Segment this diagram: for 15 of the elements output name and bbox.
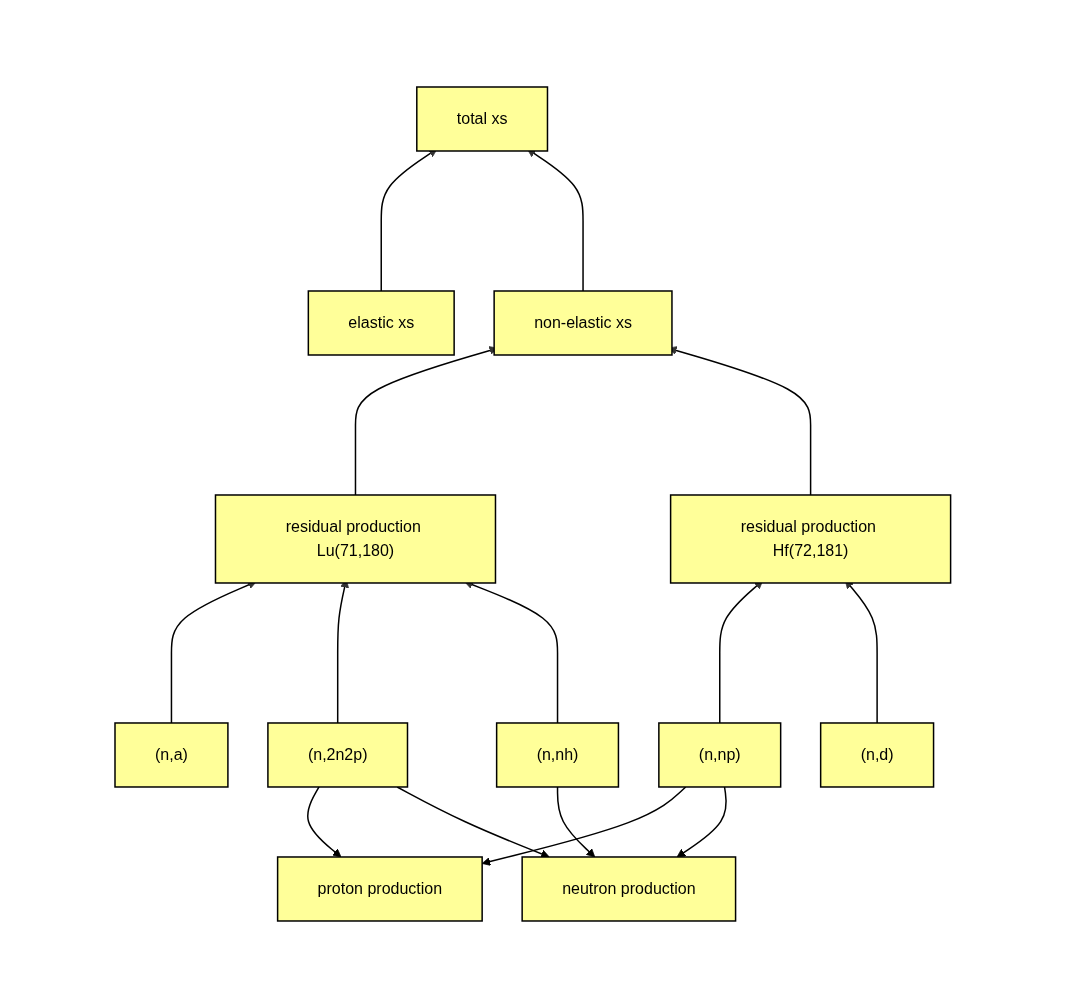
node-box: residual production Lu(71,180) (214, 494, 497, 584)
node-box: neutron production (521, 856, 737, 922)
arrow (307, 786, 342, 858)
node-box: (n,np) (658, 722, 782, 788)
node-box: non-elastic xs (493, 290, 673, 356)
node-box: residual production Hf(72,181) (670, 494, 952, 584)
node-box: (n,d) (820, 722, 935, 788)
node-box: (n,2n2p) (267, 722, 409, 788)
arrow (676, 786, 728, 858)
node-box: elastic xs (307, 290, 456, 356)
node-box: (n,nh) (496, 722, 620, 788)
node-box: total xs (416, 86, 549, 152)
node-box: proton production (277, 856, 484, 922)
node-box: (n,a) (114, 722, 229, 788)
arrow (557, 786, 596, 858)
